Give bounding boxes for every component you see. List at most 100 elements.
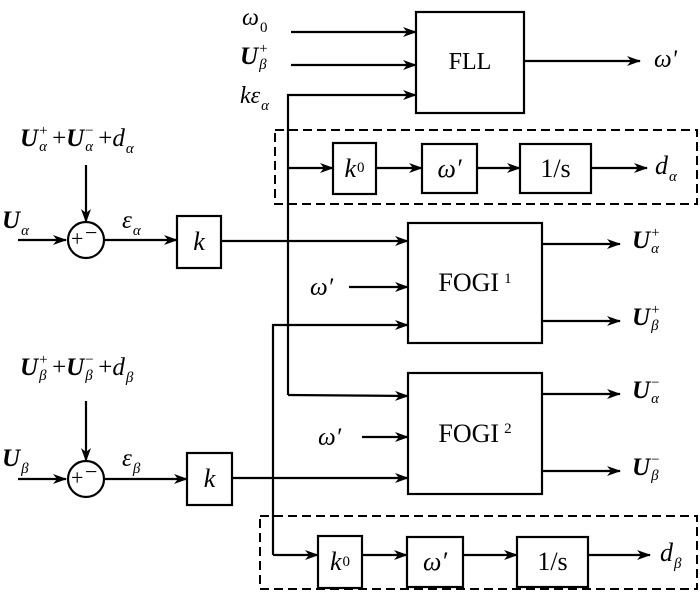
label-ubeta-plus-fll: U+β bbox=[240, 41, 272, 73]
sup-plus: + bbox=[39, 352, 48, 368]
wire-kea-to-fll bbox=[286, 90, 417, 395]
sub-alpha: α bbox=[261, 98, 269, 114]
wire-kea-to-fogi2 bbox=[287, 390, 409, 401]
sub-beta: β bbox=[674, 556, 682, 572]
omega-alpha-label: ω′ bbox=[437, 153, 462, 183]
label-u-beta-input: Uβ bbox=[2, 446, 29, 477]
label-k-eps-alpha: kεα bbox=[240, 84, 269, 114]
label-feedback-alpha: U+α+U−α+dα bbox=[20, 123, 134, 157]
sub-beta: β bbox=[125, 370, 134, 386]
label-omega-prime-fogi1: ω′ bbox=[310, 274, 334, 301]
label-fll-output-omega-prime: ω' bbox=[654, 46, 677, 73]
sup-minus: − bbox=[651, 452, 660, 468]
u-symbol: U bbox=[66, 125, 85, 152]
omega-beta-label: ω′ bbox=[422, 547, 448, 576]
label-fogi2-ubeta-minus: U−β bbox=[632, 452, 664, 484]
omega-beta-block bbox=[405, 535, 465, 589]
fogi1-index: 1 bbox=[504, 271, 512, 287]
summer-alpha-minus-sign: − bbox=[85, 220, 98, 245]
sup-minus: − bbox=[85, 123, 94, 139]
sub-alpha: α bbox=[125, 141, 134, 157]
sub-beta: β bbox=[259, 57, 267, 73]
u-symbol: U bbox=[240, 43, 259, 70]
u-symbol: U bbox=[632, 377, 651, 404]
fogi2-index: 2 bbox=[504, 421, 512, 437]
label-fogi1-ualpha-plus: U+α bbox=[632, 225, 664, 257]
sub-alpha: α bbox=[132, 223, 141, 239]
integrator-text: 1/s bbox=[537, 547, 568, 576]
integrator-beta-block bbox=[515, 535, 590, 589]
k0-sub: 0 bbox=[357, 160, 365, 176]
fogi2-block bbox=[406, 371, 544, 496]
dc-beta-dashed-group bbox=[259, 515, 698, 590]
fogi2-text: FOGI bbox=[438, 418, 500, 448]
d-symbol: d bbox=[660, 538, 673, 567]
omega0-subscript: 0 bbox=[259, 20, 268, 36]
d-symbol: d bbox=[112, 125, 125, 152]
summer-beta-minus-sign: − bbox=[85, 459, 98, 484]
eps-symbol: ε bbox=[250, 83, 261, 109]
sup-plus: + bbox=[39, 123, 48, 139]
sub-beta: β bbox=[132, 461, 141, 477]
k0-beta-block bbox=[316, 534, 364, 590]
label-omega0: ω0 bbox=[242, 6, 267, 36]
sub-alpha: α bbox=[39, 139, 47, 155]
sub-beta: β bbox=[21, 461, 29, 477]
sup-minus: − bbox=[651, 375, 660, 391]
d-symbol: d bbox=[655, 151, 668, 180]
sup-plus: + bbox=[651, 302, 660, 318]
summer-alpha-plus-sign: + bbox=[71, 226, 84, 251]
fll-block bbox=[414, 10, 526, 115]
d-symbol: d bbox=[112, 354, 125, 381]
fll-block-label: FLL bbox=[416, 12, 524, 113]
sub-beta: β bbox=[39, 368, 47, 384]
sub-alpha: α bbox=[85, 139, 94, 155]
u-symbol: U bbox=[632, 454, 651, 481]
u-symbol: U bbox=[632, 227, 651, 254]
omega-symbol: ω bbox=[242, 5, 259, 31]
label-d-alpha: dα bbox=[655, 153, 677, 185]
label-fogi1-ubeta-plus: U+β bbox=[632, 302, 664, 334]
k-symbol: k bbox=[240, 83, 251, 109]
dc-alpha-dashed-group bbox=[274, 129, 698, 205]
sup-plus: + bbox=[651, 225, 660, 241]
sub-alpha: α bbox=[669, 169, 677, 185]
k0-k: k bbox=[329, 547, 342, 576]
label-eps-beta: εβ bbox=[122, 446, 140, 477]
k-beta-block bbox=[185, 451, 234, 507]
label-eps-alpha: εα bbox=[122, 208, 141, 239]
u-symbol: U bbox=[2, 207, 21, 234]
summer-beta-plus-sign: + bbox=[71, 465, 84, 490]
sub-alpha: α bbox=[651, 241, 659, 257]
plus-operator: + bbox=[52, 125, 67, 152]
k0-k: k bbox=[344, 153, 357, 183]
fll-label-text: FLL bbox=[448, 49, 492, 75]
label-u-alpha-input: Uα bbox=[2, 208, 29, 239]
label-d-beta: dβ bbox=[660, 540, 681, 572]
sub-alpha: α bbox=[21, 223, 29, 239]
u-symbol: U bbox=[66, 354, 85, 381]
sub-beta: β bbox=[85, 368, 93, 384]
integrator-text: 1/s bbox=[540, 153, 571, 183]
eps-symbol: ε bbox=[122, 445, 132, 472]
sub-alpha: α bbox=[651, 391, 659, 407]
k-beta-label: k bbox=[203, 464, 216, 493]
sup-plus: + bbox=[259, 41, 268, 57]
eps-symbol: ε bbox=[122, 207, 132, 234]
label-feedback-beta: U+β+U−β+dβ bbox=[20, 352, 134, 386]
u-symbol: U bbox=[20, 125, 39, 152]
k-alpha-label: k bbox=[193, 227, 205, 256]
k0-sub: 0 bbox=[342, 553, 351, 570]
sup-minus: − bbox=[85, 352, 94, 368]
label-fogi2-ualpha-minus: U−α bbox=[632, 375, 664, 407]
integrator-alpha-label: 1/s bbox=[520, 144, 591, 193]
u-symbol: U bbox=[632, 304, 651, 331]
integrator-alpha-block bbox=[518, 142, 593, 195]
u-symbol: U bbox=[2, 445, 21, 472]
fogi1-block bbox=[406, 221, 544, 345]
sub-beta: β bbox=[651, 318, 659, 334]
